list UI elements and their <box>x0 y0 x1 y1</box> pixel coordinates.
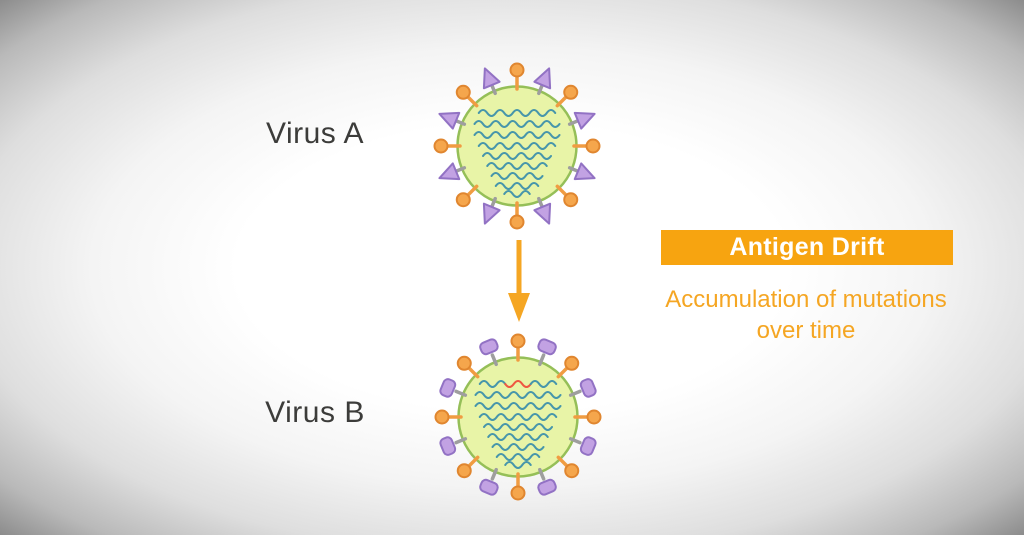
arrow-down-icon <box>508 240 530 322</box>
banner-subtitle-line1: Accumulation of mutations <box>665 286 947 313</box>
virus-b-label: Virus B <box>265 396 365 429</box>
banner-subtitle: Accumulation of mutations over time <box>640 284 972 346</box>
virus-b-illustration <box>434 333 602 501</box>
virus-a-illustration <box>433 62 601 230</box>
banner-subtitle-line2: over time <box>756 317 856 344</box>
antigen-drift-banner: Antigen Drift <box>661 230 953 265</box>
virus-a-label: Virus A <box>266 117 364 150</box>
